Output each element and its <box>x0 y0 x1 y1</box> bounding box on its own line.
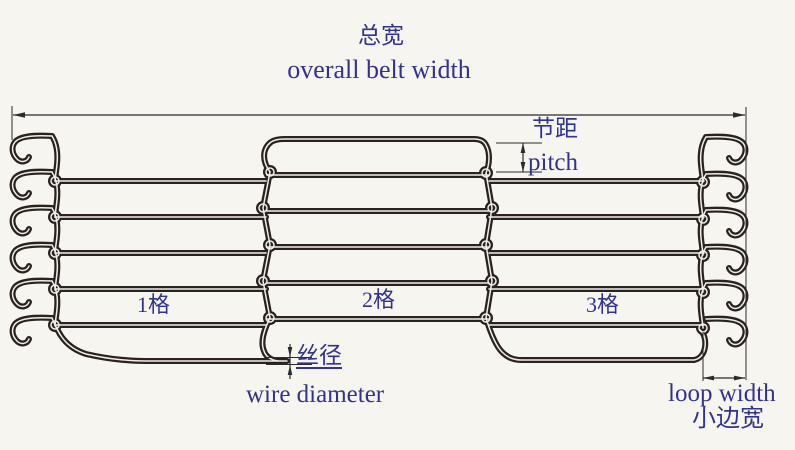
section-label-3: 3格 <box>586 292 620 317</box>
pitch-dimension <box>496 142 542 173</box>
wire-diameter-dimension <box>266 344 312 379</box>
pitch-label-chinese: 节距 <box>532 116 578 141</box>
title-chinese: 总宽 <box>358 23 404 48</box>
loop-width-dimension <box>702 332 745 381</box>
overall-width-dimension <box>11 106 747 380</box>
loop-width-label-english: loop width <box>668 380 776 407</box>
pitch-label-english: pitch <box>528 149 578 176</box>
loop-width-label-chinese: 小边宽 <box>692 406 764 432</box>
wire-diameter-label-chinese: 丝径 <box>296 343 342 368</box>
section-label-1: 1格 <box>137 292 171 317</box>
section-label-2: 2格 <box>362 287 396 312</box>
wire-diameter-label-english: wire diameter <box>246 381 385 408</box>
title-english: overall belt width <box>287 55 471 84</box>
